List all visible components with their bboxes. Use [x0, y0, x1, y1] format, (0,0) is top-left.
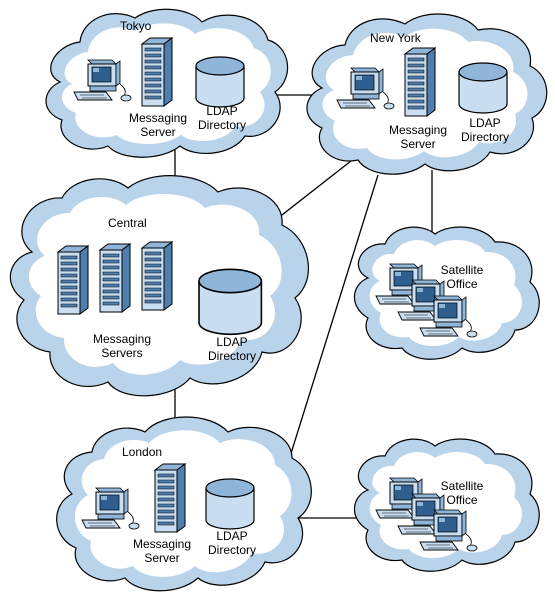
database-cylinder-icon — [458, 62, 508, 114]
database-cylinder-icon — [205, 478, 255, 530]
server-tower-icon — [99, 243, 131, 313]
server-tower-icon — [154, 463, 186, 533]
site-name-tokyo: Tokyo — [120, 19, 152, 33]
server-tower-icon — [141, 241, 173, 311]
site-name-newyork: New York — [370, 31, 422, 45]
server-tower-icon — [141, 37, 173, 107]
server-tower-icon — [404, 47, 436, 117]
database-cylinder-icon — [195, 56, 245, 108]
site-name-central: Central — [108, 216, 147, 230]
link-newyork-london — [277, 174, 379, 496]
server-tower-icon — [57, 245, 89, 315]
database-cylinder-icon — [198, 268, 263, 336]
site-name-london: London — [122, 445, 162, 459]
